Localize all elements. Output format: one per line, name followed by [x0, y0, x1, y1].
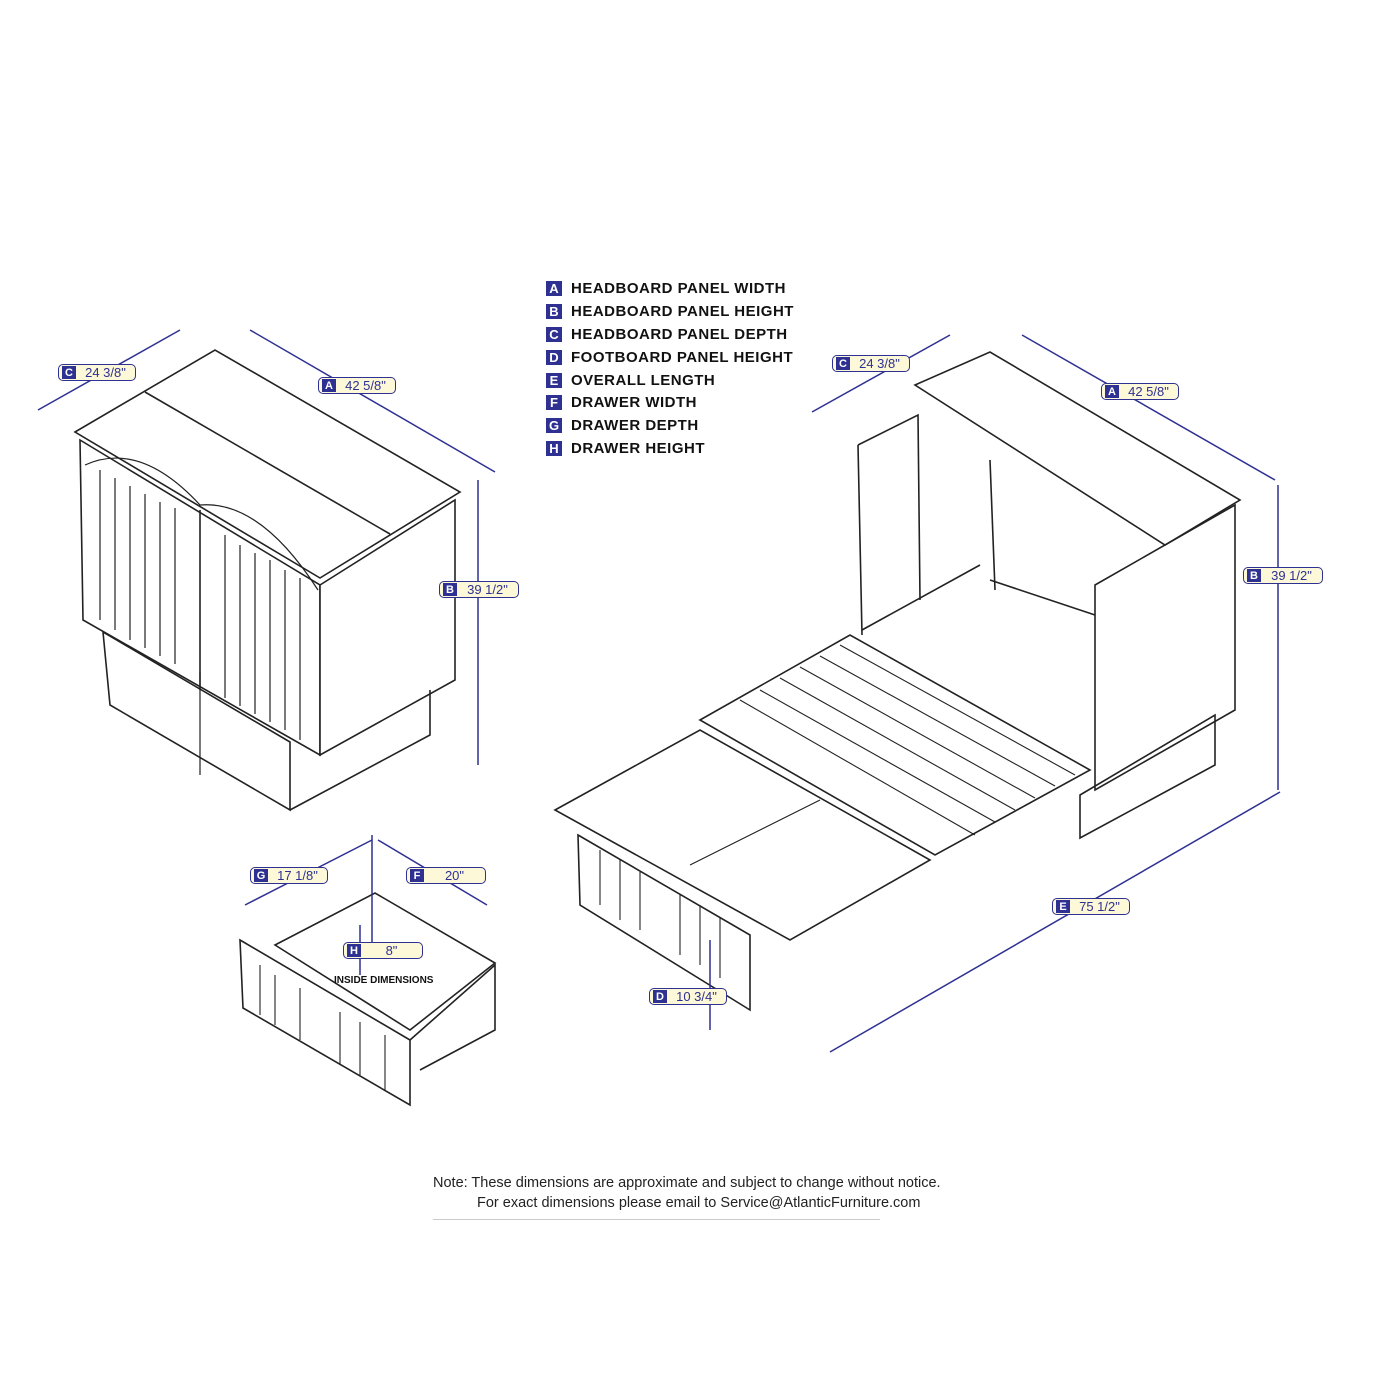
legend-item: F DRAWER WIDTH [546, 391, 794, 414]
dim-label-bed-height: B 39 1/2" [1243, 567, 1323, 584]
dim-label-cabinet-width: A 42 5/8" [318, 377, 396, 394]
dim-value: 42 5/8" [1128, 384, 1169, 399]
inside-dimensions-label: INSIDE DIMENSIONS [334, 975, 434, 986]
legend-letter: G [546, 418, 562, 434]
legend-item: G DRAWER DEPTH [546, 414, 794, 437]
dim-label-footboard-height: D 10 3/4" [649, 988, 727, 1005]
dim-value: 24 3/8" [859, 356, 900, 371]
dim-label-drawer-height: H 8" [343, 942, 423, 959]
dim-letter: B [443, 583, 457, 596]
note: Note: These dimensions are approximate a… [433, 1173, 941, 1213]
legend-label: OVERALL LENGTH [571, 371, 716, 389]
dim-label-bed-width: A 42 5/8" [1101, 383, 1179, 400]
legend-letter: A [546, 280, 562, 296]
legend-letter: D [546, 349, 562, 365]
dim-label-bed-depth: C 24 3/8" [832, 355, 910, 372]
dim-letter: C [836, 357, 850, 370]
dim-letter: G [254, 869, 268, 882]
legend-letter: H [546, 441, 562, 457]
dim-label-drawer-width: F 20" [406, 867, 486, 884]
legend-letter: F [546, 395, 562, 411]
dim-value: 20" [444, 868, 465, 883]
dim-value: 42 5/8" [345, 378, 386, 393]
dim-value: 39 1/2" [467, 582, 508, 597]
dim-label-cabinet-depth: C 24 3/8" [58, 364, 136, 381]
legend-label: HEADBOARD PANEL WIDTH [571, 279, 786, 297]
legend-label: DRAWER HEIGHT [571, 440, 705, 458]
dim-value: 17 1/8" [277, 868, 318, 883]
legend-label: DRAWER WIDTH [571, 394, 697, 412]
legend-item: E OVERALL LENGTH [546, 369, 794, 392]
legend-item: H DRAWER HEIGHT [546, 437, 794, 460]
divider [433, 1219, 880, 1220]
legend-item: A HEADBOARD PANEL WIDTH [546, 277, 794, 300]
legend-letter: B [546, 303, 562, 319]
dim-label-overall-length: E 75 1/2" [1052, 898, 1130, 915]
legend-label: HEADBOARD PANEL HEIGHT [571, 302, 794, 320]
legend-label: HEADBOARD PANEL DEPTH [571, 325, 788, 343]
dim-value: 8" [385, 943, 398, 958]
dim-letter: A [322, 379, 336, 392]
dim-letter: B [1247, 569, 1261, 582]
legend-item: D FOOTBOARD PANEL HEIGHT [546, 346, 794, 369]
legend-letter: C [546, 326, 562, 342]
dim-letter: F [410, 869, 424, 882]
dim-letter: D [653, 990, 667, 1003]
legend-letter: E [546, 372, 562, 388]
dim-letter: H [347, 944, 361, 957]
bed-open-drawing [553, 351, 1242, 1012]
legend: A HEADBOARD PANEL WIDTH B HEADBOARD PANEL … [546, 277, 794, 460]
dim-value: 39 1/2" [1271, 568, 1312, 583]
dim-label-drawer-depth: G 17 1/8" [250, 867, 328, 884]
dim-label-cabinet-height: B 39 1/2" [439, 581, 519, 598]
legend-item: C HEADBOARD PANEL DEPTH [546, 323, 794, 346]
dim-value: 10 3/4" [676, 989, 717, 1004]
legend-item: B HEADBOARD PANEL HEIGHT [546, 300, 794, 323]
dim-letter: C [62, 366, 76, 379]
note-line-1: Note: These dimensions are approximate a… [433, 1175, 941, 1191]
dim-value: 75 1/2" [1079, 899, 1120, 914]
drawer-drawing [239, 892, 497, 1107]
dim-letter: E [1056, 900, 1070, 913]
dim-value: 24 3/8" [85, 365, 126, 380]
note-line-2: For exact dimensions please email to Ser… [477, 1195, 921, 1211]
cabinet-closed-drawing [73, 349, 462, 812]
dim-letter: A [1105, 385, 1119, 398]
legend-label: DRAWER DEPTH [571, 417, 699, 435]
legend-label: FOOTBOARD PANEL HEIGHT [571, 348, 794, 366]
